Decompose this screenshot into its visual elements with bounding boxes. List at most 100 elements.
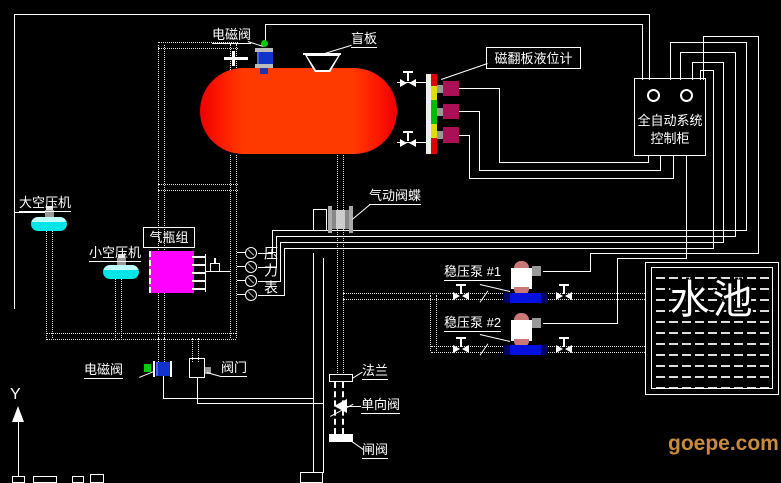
label-butterfly-valve: 气动阀蝶 [369,188,422,205]
wire-loop3-v [723,62,724,243]
wire-sensor2-run [479,170,661,171]
label-pump1: 稳压泵 #1 [444,264,502,281]
solenoid-bottom-flange-r [170,361,172,377]
level-sensor-1 [443,81,459,96]
leader-check-valve [344,406,361,407]
leader-level-gauge [441,63,488,80]
pipe-tank-drain-lower [337,229,344,375]
pipe-pump-branch [430,295,437,351]
wire-gauge4-run [284,248,714,249]
wire-gauge2-run [276,236,736,237]
wire-loop2-h [680,52,736,53]
leader-butterfly [352,204,371,220]
pipe-pump-line1 [343,293,645,300]
pump1-cap-bottom [514,287,529,295]
pool-outer [645,262,779,395]
wire-frame-right-drop [649,14,650,80]
compressor-large-motor [45,210,54,218]
compressor-small-motor [117,258,126,266]
pump2-stub [532,318,541,328]
wire-sensor1-h [459,88,499,89]
gauge1-tap [237,252,245,253]
pipe-stub-solenoid-bottom [158,338,165,364]
wire-gauge1-b [272,230,273,254]
cylinder-comb-2 [192,264,206,266]
blind-plate-icon-inner [307,56,338,70]
wire-pump1-h [543,271,591,272]
wire-sensor3-v [469,135,470,178]
level-sensor-1-stub [437,85,443,93]
butterfly-valve-flange-right [349,206,353,233]
label-solenoid-bottom: 电磁阀 [84,362,124,379]
wire-sensor1-v [499,88,500,162]
label-valve: 阀门 [221,360,248,377]
pipe-loop-left [158,45,165,338]
axis-arrow-icon [12,406,24,422]
pump1-cap-top [514,261,529,270]
level-sensor-3-stub [437,131,443,139]
cylinder-comb-1 [192,256,206,258]
watermark: goepe.com [668,432,779,455]
wire-gauge2-b [276,236,277,268]
safety-valve-icon-stem [232,51,235,66]
wire-sensor1-run [499,162,649,163]
wire-gauge3-b [280,242,281,282]
cabinet-button-1[interactable] [647,89,660,102]
wire-sensor3-up [673,155,674,179]
wire-gauge4-b [284,248,285,296]
pressure-gauge-1-icon [245,247,257,259]
axis-base-box [12,476,25,483]
cylinder-comb-5 [192,288,206,290]
solenoid-bottom-indicator [144,364,151,372]
level-sensor-2-stub [437,108,443,116]
pressure-gauge-3-icon [245,275,257,287]
wire-compressor-feed [14,212,49,213]
wire-loop1-v [746,42,747,231]
pipe-compressor-small-drop [115,277,122,338]
frame-left [14,14,15,309]
pump1-body [511,268,532,289]
level-gauge-strip-left [426,74,431,154]
pool-label: 水池 [669,278,756,322]
wire-solenoid-bot-h [163,398,314,399]
wire-loop4-drop [700,70,701,80]
wire-solenoid-top-lead [265,24,266,41]
label-cylinder-group-box [143,227,195,248]
cabinet-button-2[interactable] [680,89,693,102]
wire-loop1-drop [670,42,671,80]
cylinder-outlet-valve-icon [210,263,220,272]
wire-loop4-v [713,70,714,249]
solenoid-bottom-body [156,362,171,376]
leader-solenoid-bottom [139,371,155,378]
bottom-fragment-b [90,474,104,483]
gate-valve-icon [329,434,353,442]
control-cabinet [634,78,706,156]
leader-valve [206,372,222,378]
pump2-body [511,320,532,341]
level-sensor-3 [443,127,459,143]
pipe-loop-mid [158,184,238,191]
wire-sensor2-up [660,155,661,171]
compressor-large-motor-cap [46,206,53,211]
valve-box-tab [205,367,211,374]
wire-cabinet-drop [686,155,687,259]
frame-top [14,14,650,15]
axis-line [18,422,19,476]
butterfly-valve-body [332,210,349,229]
wire-pump2-run [617,258,687,259]
cabinet-label-line2: 控制柜 [650,131,690,146]
wire-solenoid-top-run [265,24,643,25]
label-cylinder-group: 气瓶组 [149,230,189,245]
wire-gauge2-a [258,267,277,268]
cylinder-comb-rail [205,254,206,292]
solenoid-bottom-flange-l [153,361,155,377]
label-check-valve: 单向阀 [361,397,401,414]
wire-loop3-drop [692,62,693,80]
leader-pump1 [479,284,511,292]
gauge-isolation-valve-top-icon [400,71,416,90]
cylinder-comb-4 [192,280,206,282]
wire-pump1-v [590,253,591,272]
label-blind-plate: 盲板 [351,31,378,48]
valve-box-icon [189,358,205,378]
